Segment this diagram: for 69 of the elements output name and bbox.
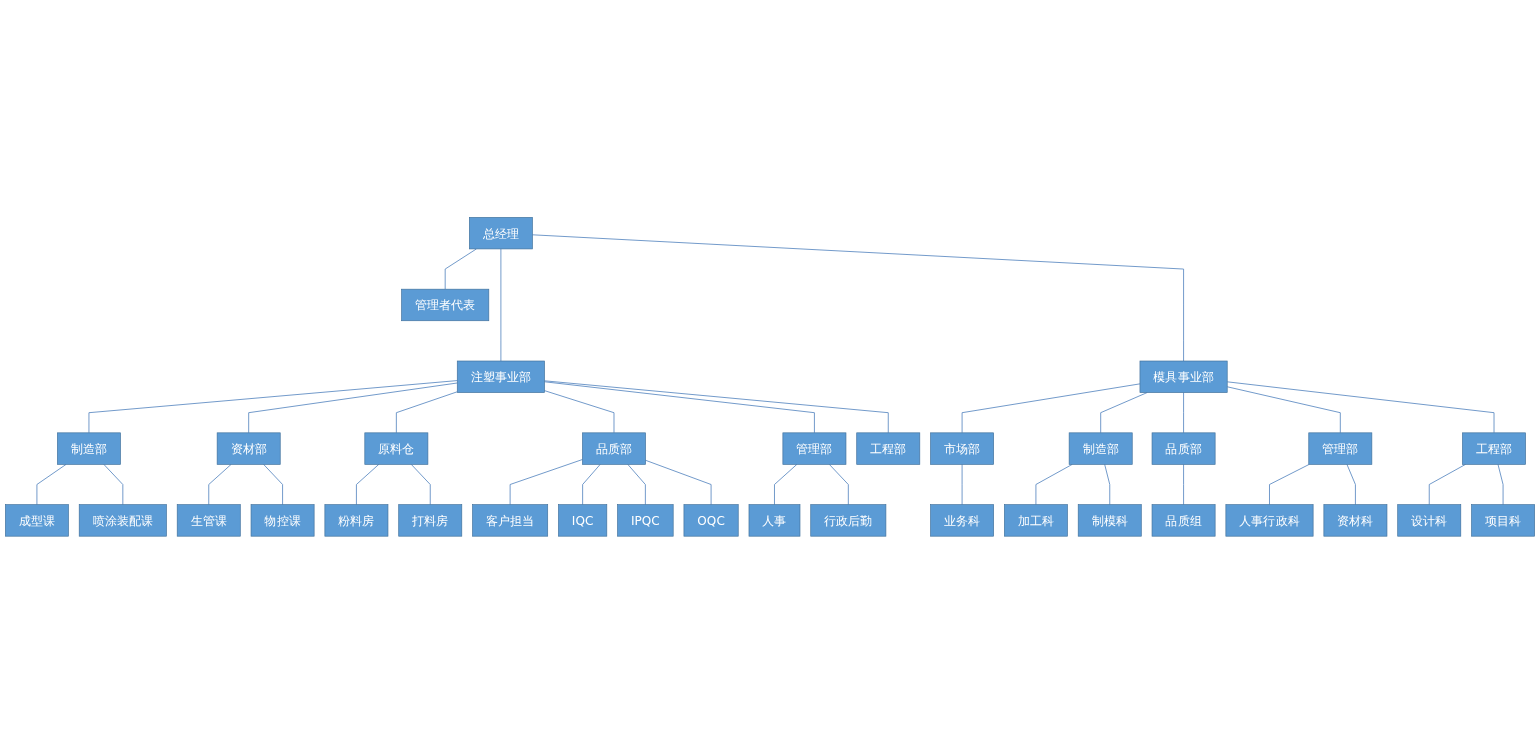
connector <box>410 464 431 506</box>
connector <box>961 383 1141 434</box>
node-box: 品质部 <box>1151 432 1216 465</box>
connector <box>103 464 124 506</box>
node-box: 资材部 <box>216 432 281 465</box>
connector <box>356 464 380 506</box>
node-box: 制模科 <box>1077 504 1142 537</box>
connector <box>88 380 458 434</box>
connector <box>1104 464 1111 506</box>
connector <box>828 464 849 506</box>
connector <box>36 464 67 506</box>
connector <box>544 380 889 434</box>
connector <box>444 248 477 290</box>
node-box: 模具事业部 <box>1139 360 1228 394</box>
node-box: 管理部 <box>782 432 847 465</box>
connector <box>509 459 583 506</box>
node-box: 物控课 <box>250 504 315 537</box>
node-box: OQC <box>683 504 739 537</box>
node-box: 粉料房 <box>324 504 389 537</box>
connector <box>1269 464 1310 506</box>
node-box: 生管课 <box>176 504 241 537</box>
node-box: 打料房 <box>398 504 463 537</box>
node-box: 人事 <box>748 504 801 537</box>
connector <box>1183 392 1184 434</box>
node-box: 业务科 <box>930 504 994 537</box>
node-box: 人事行政科 <box>1225 504 1314 537</box>
connector <box>1346 464 1356 506</box>
node-box: 品质部 <box>582 432 646 465</box>
node-box: 项目科 <box>1471 504 1535 537</box>
connector <box>1226 386 1341 434</box>
node-box: 总经理 <box>469 217 533 250</box>
node-box: 成型课 <box>5 504 69 537</box>
node-box: 管理者代表 <box>401 289 490 322</box>
connector <box>263 464 283 506</box>
node-box: 市场部 <box>930 432 994 465</box>
connector <box>500 248 502 362</box>
node-box: 设计科 <box>1397 504 1462 537</box>
node-box: 客户担当 <box>472 504 549 537</box>
connector <box>532 234 1184 362</box>
connector <box>395 391 458 434</box>
connector <box>544 381 815 434</box>
connector <box>1428 464 1466 506</box>
connector <box>774 464 798 506</box>
node-box: 原料仓 <box>364 432 429 465</box>
node-box: 制造部 <box>1068 432 1133 465</box>
connector <box>1035 464 1073 506</box>
node-box: IQC <box>558 504 608 537</box>
node-box: 制造部 <box>57 432 121 465</box>
node-box: 加工科 <box>1004 504 1068 537</box>
connector <box>1183 464 1184 506</box>
connector <box>645 460 712 506</box>
node-box: IPQC <box>617 504 674 537</box>
connector <box>961 464 963 506</box>
node-box: 资材科 <box>1323 504 1388 537</box>
node-box: 管理部 <box>1308 432 1373 465</box>
node-box: 工程部 <box>856 432 921 465</box>
connector <box>1100 392 1148 434</box>
connector <box>582 464 601 506</box>
node-box: 注塑事业部 <box>456 360 545 394</box>
connector <box>627 464 646 506</box>
node-box: 喷涂装配课 <box>78 504 167 537</box>
connector <box>1497 464 1504 506</box>
node-box: 品质组 <box>1151 504 1216 537</box>
node-box: 工程部 <box>1462 432 1526 465</box>
connector <box>544 390 615 434</box>
connector <box>1226 381 1495 434</box>
connector <box>248 382 458 434</box>
connector <box>208 464 232 506</box>
node-box: 行政后勤 <box>810 504 887 537</box>
